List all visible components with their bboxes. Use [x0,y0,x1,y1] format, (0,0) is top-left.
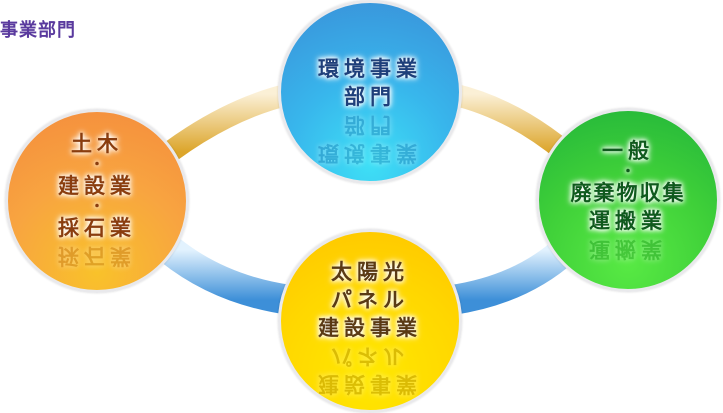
node-label: 建設業 [58,174,136,198]
node-label: 建設事業 [318,316,422,340]
node-label: パネル [331,288,409,312]
page-title: 事業部門 [0,20,76,41]
node-label: 採石業 [58,216,136,240]
separator-dot: ・ [90,199,104,215]
label-reflection: 建設事業 パネル [318,344,422,396]
node-waste-collection[interactable]: 一般 ・ 廃棄物収集 運搬業 運搬業 [536,108,720,292]
label-reflection: 採石業 [58,244,136,268]
node-environment-division[interactable]: 環境事業 部門 環境事業 部門 [278,0,462,184]
node-label: 太陽光 [331,260,409,284]
ring-arc-upper-right [449,83,573,161]
label-reflection: 環境事業 部門 [318,113,422,165]
node-label: 部門 [344,85,396,109]
ring-arc-lower-right [449,238,575,315]
node-solar-panel[interactable]: 太陽光 パネル 建設事業 建設事業 パネル [278,229,462,413]
node-label: 一般 [602,139,654,163]
label-reflection: 運搬業 [589,237,667,261]
node-label: 廃棄物収集 [570,181,686,205]
separator-dot: ・ [621,164,635,180]
separator-dot: ・ [90,157,104,173]
ring-arc-lower-left [160,238,293,315]
node-civil-construction[interactable]: 土木 ・ 建設業 ・ 採石業 採石業 [5,109,189,293]
node-label: 土木 [71,132,123,156]
node-label: 環境事業 [318,57,422,81]
node-label: 運搬業 [589,209,667,233]
ring-arc-upper-left [163,83,293,161]
